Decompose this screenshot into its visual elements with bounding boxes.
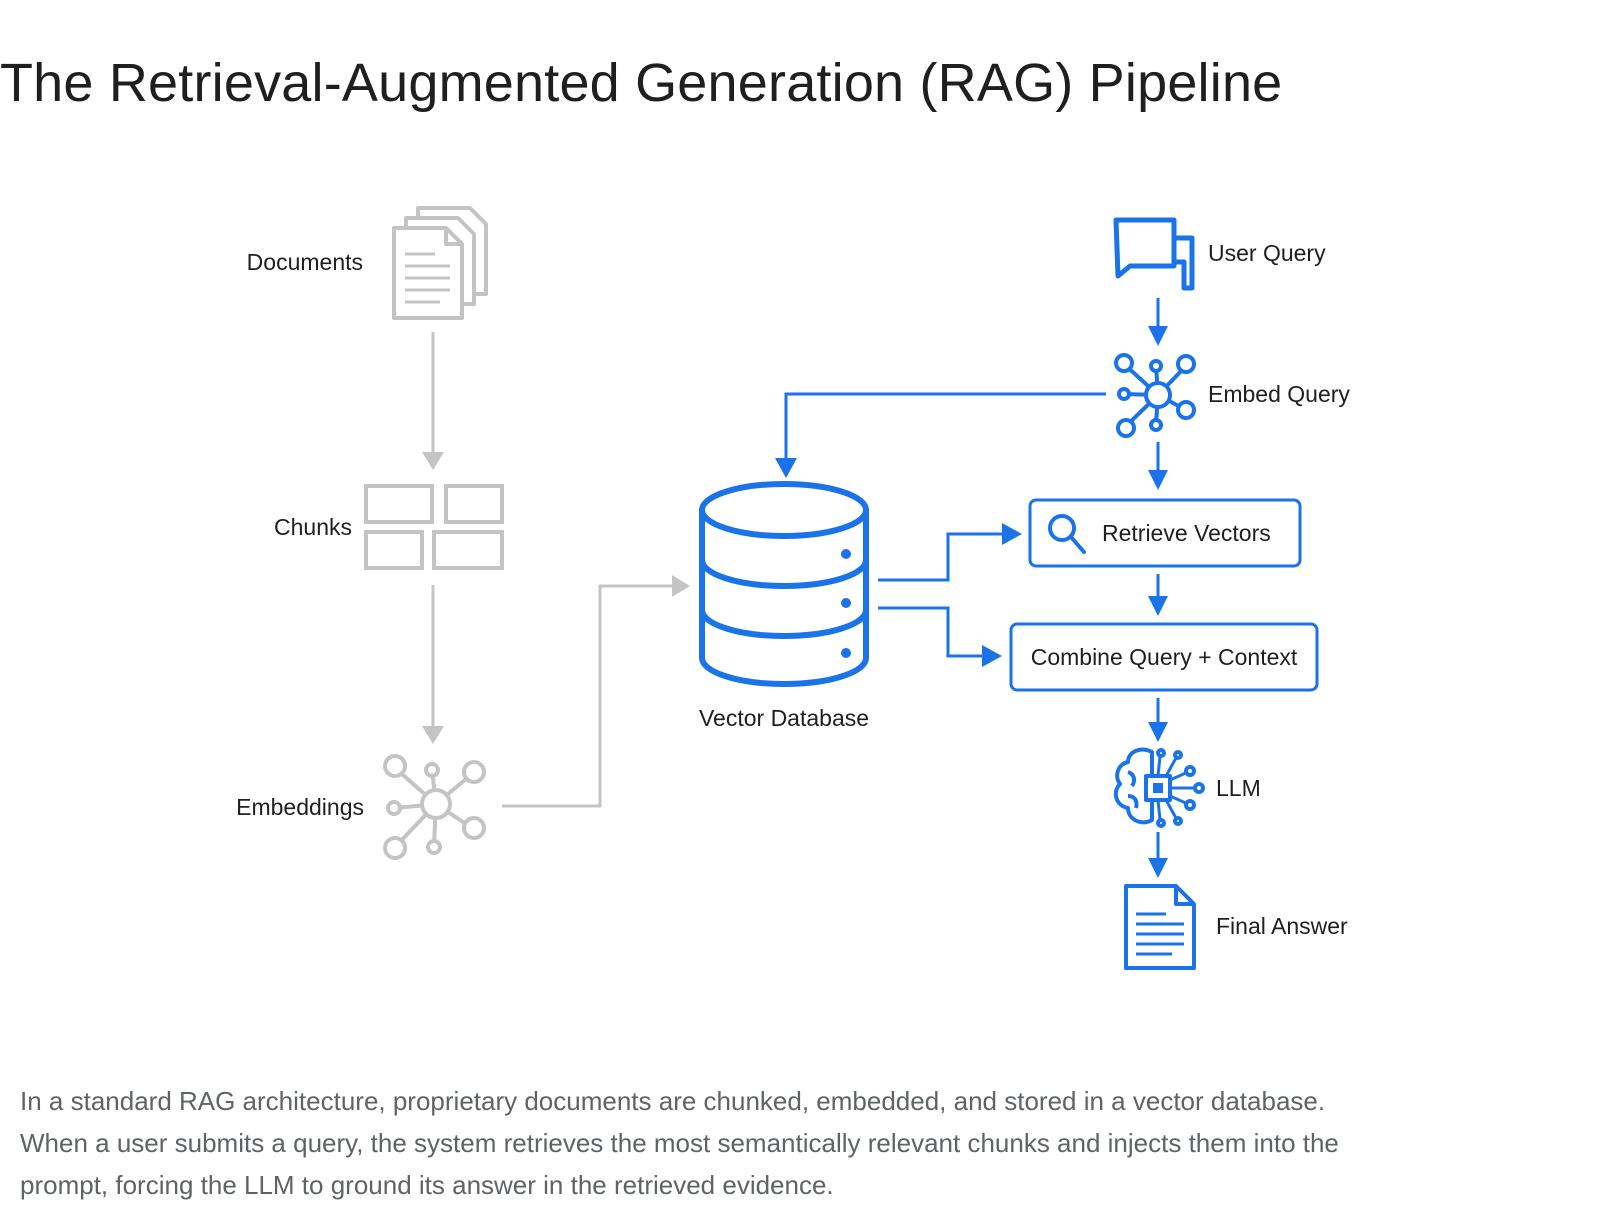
database-icon [699,481,869,687]
query-arrow-2 [1148,442,1168,490]
documents-icon [392,206,488,320]
chat-icon [1113,217,1195,291]
chunks-label: Chunks [274,514,352,540]
document-icon [1124,884,1196,970]
query-arrow-3 [1148,574,1168,616]
final-answer-label: Final Answer [1216,913,1348,939]
query-arrow-4 [1148,698,1168,742]
llm-label: LLM [1216,775,1261,801]
embed-to-database-arrow [775,392,1106,478]
database-to-retrieve-arrow [878,523,1022,582]
search-icon [1048,514,1086,554]
database-to-combine-arrow [878,606,1002,667]
retrieve-vectors-label: Retrieve Vectors [1102,520,1271,546]
embeddings-label: Embeddings [236,794,364,820]
caption-line: When a user submits a query, the system … [20,1128,1339,1158]
query-arrow-1 [1148,298,1168,346]
caption-line: In a standard RAG architecture, propriet… [20,1086,1326,1116]
caption: In a standard RAG architecture, propriet… [20,1080,1580,1206]
ingest-arrow-2 [422,585,444,744]
embeddings-to-database-arrow [502,575,690,808]
rag-pipeline-diagram: Documents Chunks Embeddings [236,206,1350,970]
combine-box: Combine Query + Context [1009,622,1319,692]
caption-line: prompt, forcing the LLM to ground its an… [20,1170,834,1200]
ingest-arrow-1 [422,332,444,470]
user-query-label: User Query [1208,240,1326,266]
documents-label: Documents [247,249,363,275]
chunks-icon [364,484,504,570]
page-title: The Retrieval-Augmented Generation (RAG)… [0,53,1283,113]
embeddings-icon [383,754,486,860]
combine-label: Combine Query + Context [1031,644,1298,670]
retrieve-vectors-box: Retrieve Vectors [1028,498,1302,568]
embed-query-icon [1114,353,1196,438]
brain-chip-icon [1113,747,1205,828]
query-arrow-5 [1148,832,1168,878]
vector-database-label: Vector Database [699,705,869,731]
embed-query-label: Embed Query [1208,381,1350,407]
